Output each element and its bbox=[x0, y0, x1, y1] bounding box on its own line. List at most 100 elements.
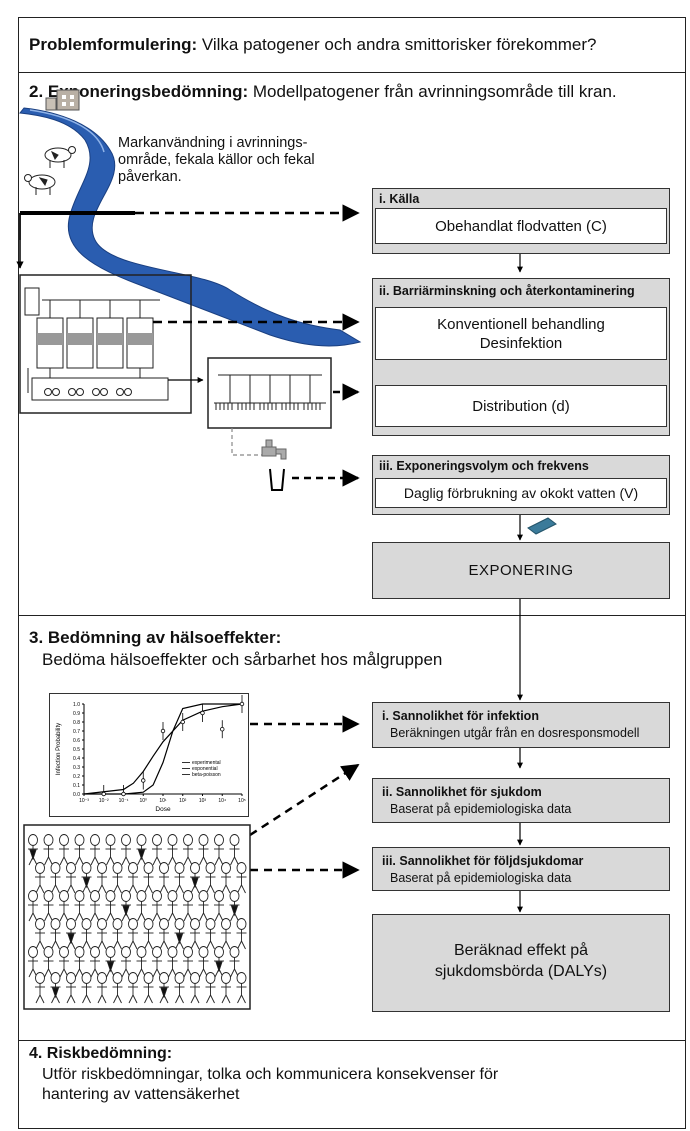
person-figure bbox=[174, 972, 185, 1004]
person-figure bbox=[35, 972, 45, 1004]
person-figure bbox=[152, 946, 162, 978]
person-figure bbox=[183, 834, 193, 866]
person-figure bbox=[112, 918, 123, 950]
problem-label: Problemformulering: bbox=[29, 35, 198, 54]
person-figure bbox=[159, 862, 169, 894]
person-figure bbox=[136, 834, 147, 866]
person-figure bbox=[221, 918, 231, 950]
x-tick-label: 10⁻¹ bbox=[119, 798, 129, 804]
landuse-text: Markanvändning i avrinnings- område, fek… bbox=[118, 135, 315, 186]
person-figure bbox=[121, 946, 131, 978]
treatment-box: Konventionell behandling Desinfektion bbox=[375, 307, 667, 360]
person-figure bbox=[66, 918, 76, 950]
y-tick-label: 0.3 bbox=[73, 765, 80, 771]
sequelae-sub: Baserat på epidemiologiska data bbox=[390, 871, 572, 885]
exposure-heading: 2. Exponeringsbedömning: Modellpatogener… bbox=[29, 82, 617, 102]
x-tick-label: 10² bbox=[179, 798, 187, 804]
person-figure bbox=[90, 890, 100, 922]
dalys-line-2: sjukdomsbörda (DALYs) bbox=[434, 963, 608, 980]
person-figure bbox=[236, 862, 247, 894]
y-tick-label: 0.2 bbox=[73, 774, 80, 780]
person-figure bbox=[198, 834, 209, 866]
y-tick-label: 0.7 bbox=[73, 729, 80, 735]
person-figure bbox=[190, 972, 200, 1004]
treatment-line-2: Desinfektion bbox=[479, 335, 563, 352]
person-figure bbox=[143, 862, 154, 894]
person-figure bbox=[205, 918, 216, 950]
y-tick-label: 0.1 bbox=[73, 783, 80, 789]
sequelae-title: iii. Sannolikhet för följdsjukdomar bbox=[382, 854, 584, 868]
person-figure bbox=[136, 890, 147, 922]
volume-title: iii. Exponeringsvolym och frekvens bbox=[379, 459, 589, 473]
person-figure bbox=[198, 890, 209, 922]
person-figure bbox=[174, 918, 185, 950]
glass-icon bbox=[269, 468, 285, 491]
risk-line-1: Utför riskbedömningar, tolka och kommuni… bbox=[42, 1066, 499, 1083]
y-tick-label: 0.9 bbox=[73, 711, 80, 717]
person-figure bbox=[112, 862, 123, 894]
risk-label: 4. Riskbedömning: bbox=[29, 1045, 173, 1062]
person-figure bbox=[59, 890, 69, 922]
person-figure bbox=[128, 972, 138, 1004]
person-figure bbox=[229, 890, 240, 922]
person-figure bbox=[81, 918, 92, 950]
person-figure bbox=[152, 890, 162, 922]
person-figure bbox=[74, 834, 85, 866]
risk-text: Utför riskbedömningar, tolka och kommuni… bbox=[42, 1065, 498, 1105]
data-point bbox=[180, 719, 185, 725]
person-figure bbox=[205, 972, 216, 1004]
person-figure bbox=[105, 890, 116, 922]
person-figure bbox=[143, 972, 154, 1004]
person-figure bbox=[90, 834, 100, 866]
person-figure bbox=[105, 834, 116, 866]
person-figure bbox=[159, 918, 169, 950]
data-point bbox=[160, 728, 166, 734]
disease-sub: Baserat på epidemiologiska data bbox=[390, 802, 572, 816]
volume-panel: iii. Exponeringsvolym och frekvens Dagli… bbox=[372, 455, 670, 515]
person-figure bbox=[28, 834, 38, 866]
treatment-plant bbox=[19, 274, 192, 414]
people-figures bbox=[28, 834, 247, 1004]
person-figure bbox=[35, 918, 45, 950]
series-line-exponential bbox=[84, 703, 242, 795]
infection-box: i. Sannolikhet för infektion Beräkningen… bbox=[372, 702, 670, 748]
landuse-line-2: område, fekala källor och fekal bbox=[118, 152, 315, 168]
river bbox=[19, 107, 362, 347]
person-figure bbox=[81, 862, 92, 894]
person-figure bbox=[28, 946, 38, 978]
risk-line-2: hantering av vattensäkerhet bbox=[42, 1086, 240, 1103]
distribution-box: Distribution (d) bbox=[375, 385, 667, 427]
person-figure bbox=[167, 834, 178, 866]
health-subtitle: Bedöma hälsoeffekter och sårbarhet hos m… bbox=[42, 650, 443, 669]
landuse-line-1: Markanvändning i avrinnings- bbox=[118, 135, 308, 151]
person-figure bbox=[121, 834, 131, 866]
pill-icon bbox=[527, 517, 557, 535]
person-figure bbox=[190, 862, 200, 894]
building-icon bbox=[45, 89, 80, 111]
legend-label: beta-poisson bbox=[192, 772, 221, 778]
person-figure bbox=[214, 834, 224, 866]
person-figure bbox=[221, 862, 231, 894]
person-figure bbox=[97, 918, 107, 950]
person-figure bbox=[159, 972, 169, 1004]
problem-heading: Problemformulering: Vilka patogener och … bbox=[29, 35, 597, 55]
treatment-line-1: Konventionell behandling bbox=[437, 316, 605, 333]
landuse-line-3: påverkan. bbox=[118, 169, 182, 185]
person-figure bbox=[50, 918, 61, 950]
person-figure bbox=[81, 972, 92, 1004]
person-figure bbox=[143, 918, 154, 950]
source-title: i. Källa bbox=[379, 192, 420, 206]
person-figure bbox=[167, 890, 178, 922]
dalys-box: Beräknad effekt på sjukdomsbörda (DALYs) bbox=[372, 914, 670, 1012]
x-tick-label: 10⁴ bbox=[218, 798, 226, 804]
y-tick-label: 0.8 bbox=[73, 720, 80, 726]
person-figure bbox=[50, 972, 61, 1004]
dalys-line-1: Beräknad effekt på bbox=[453, 942, 589, 959]
barrier-title: ii. Barriärminskning och återkontamineri… bbox=[379, 284, 635, 298]
person-figure bbox=[205, 862, 216, 894]
exposure-text: Modellpatogener från avrinningsområde ti… bbox=[248, 82, 617, 101]
person-figure bbox=[59, 946, 69, 978]
